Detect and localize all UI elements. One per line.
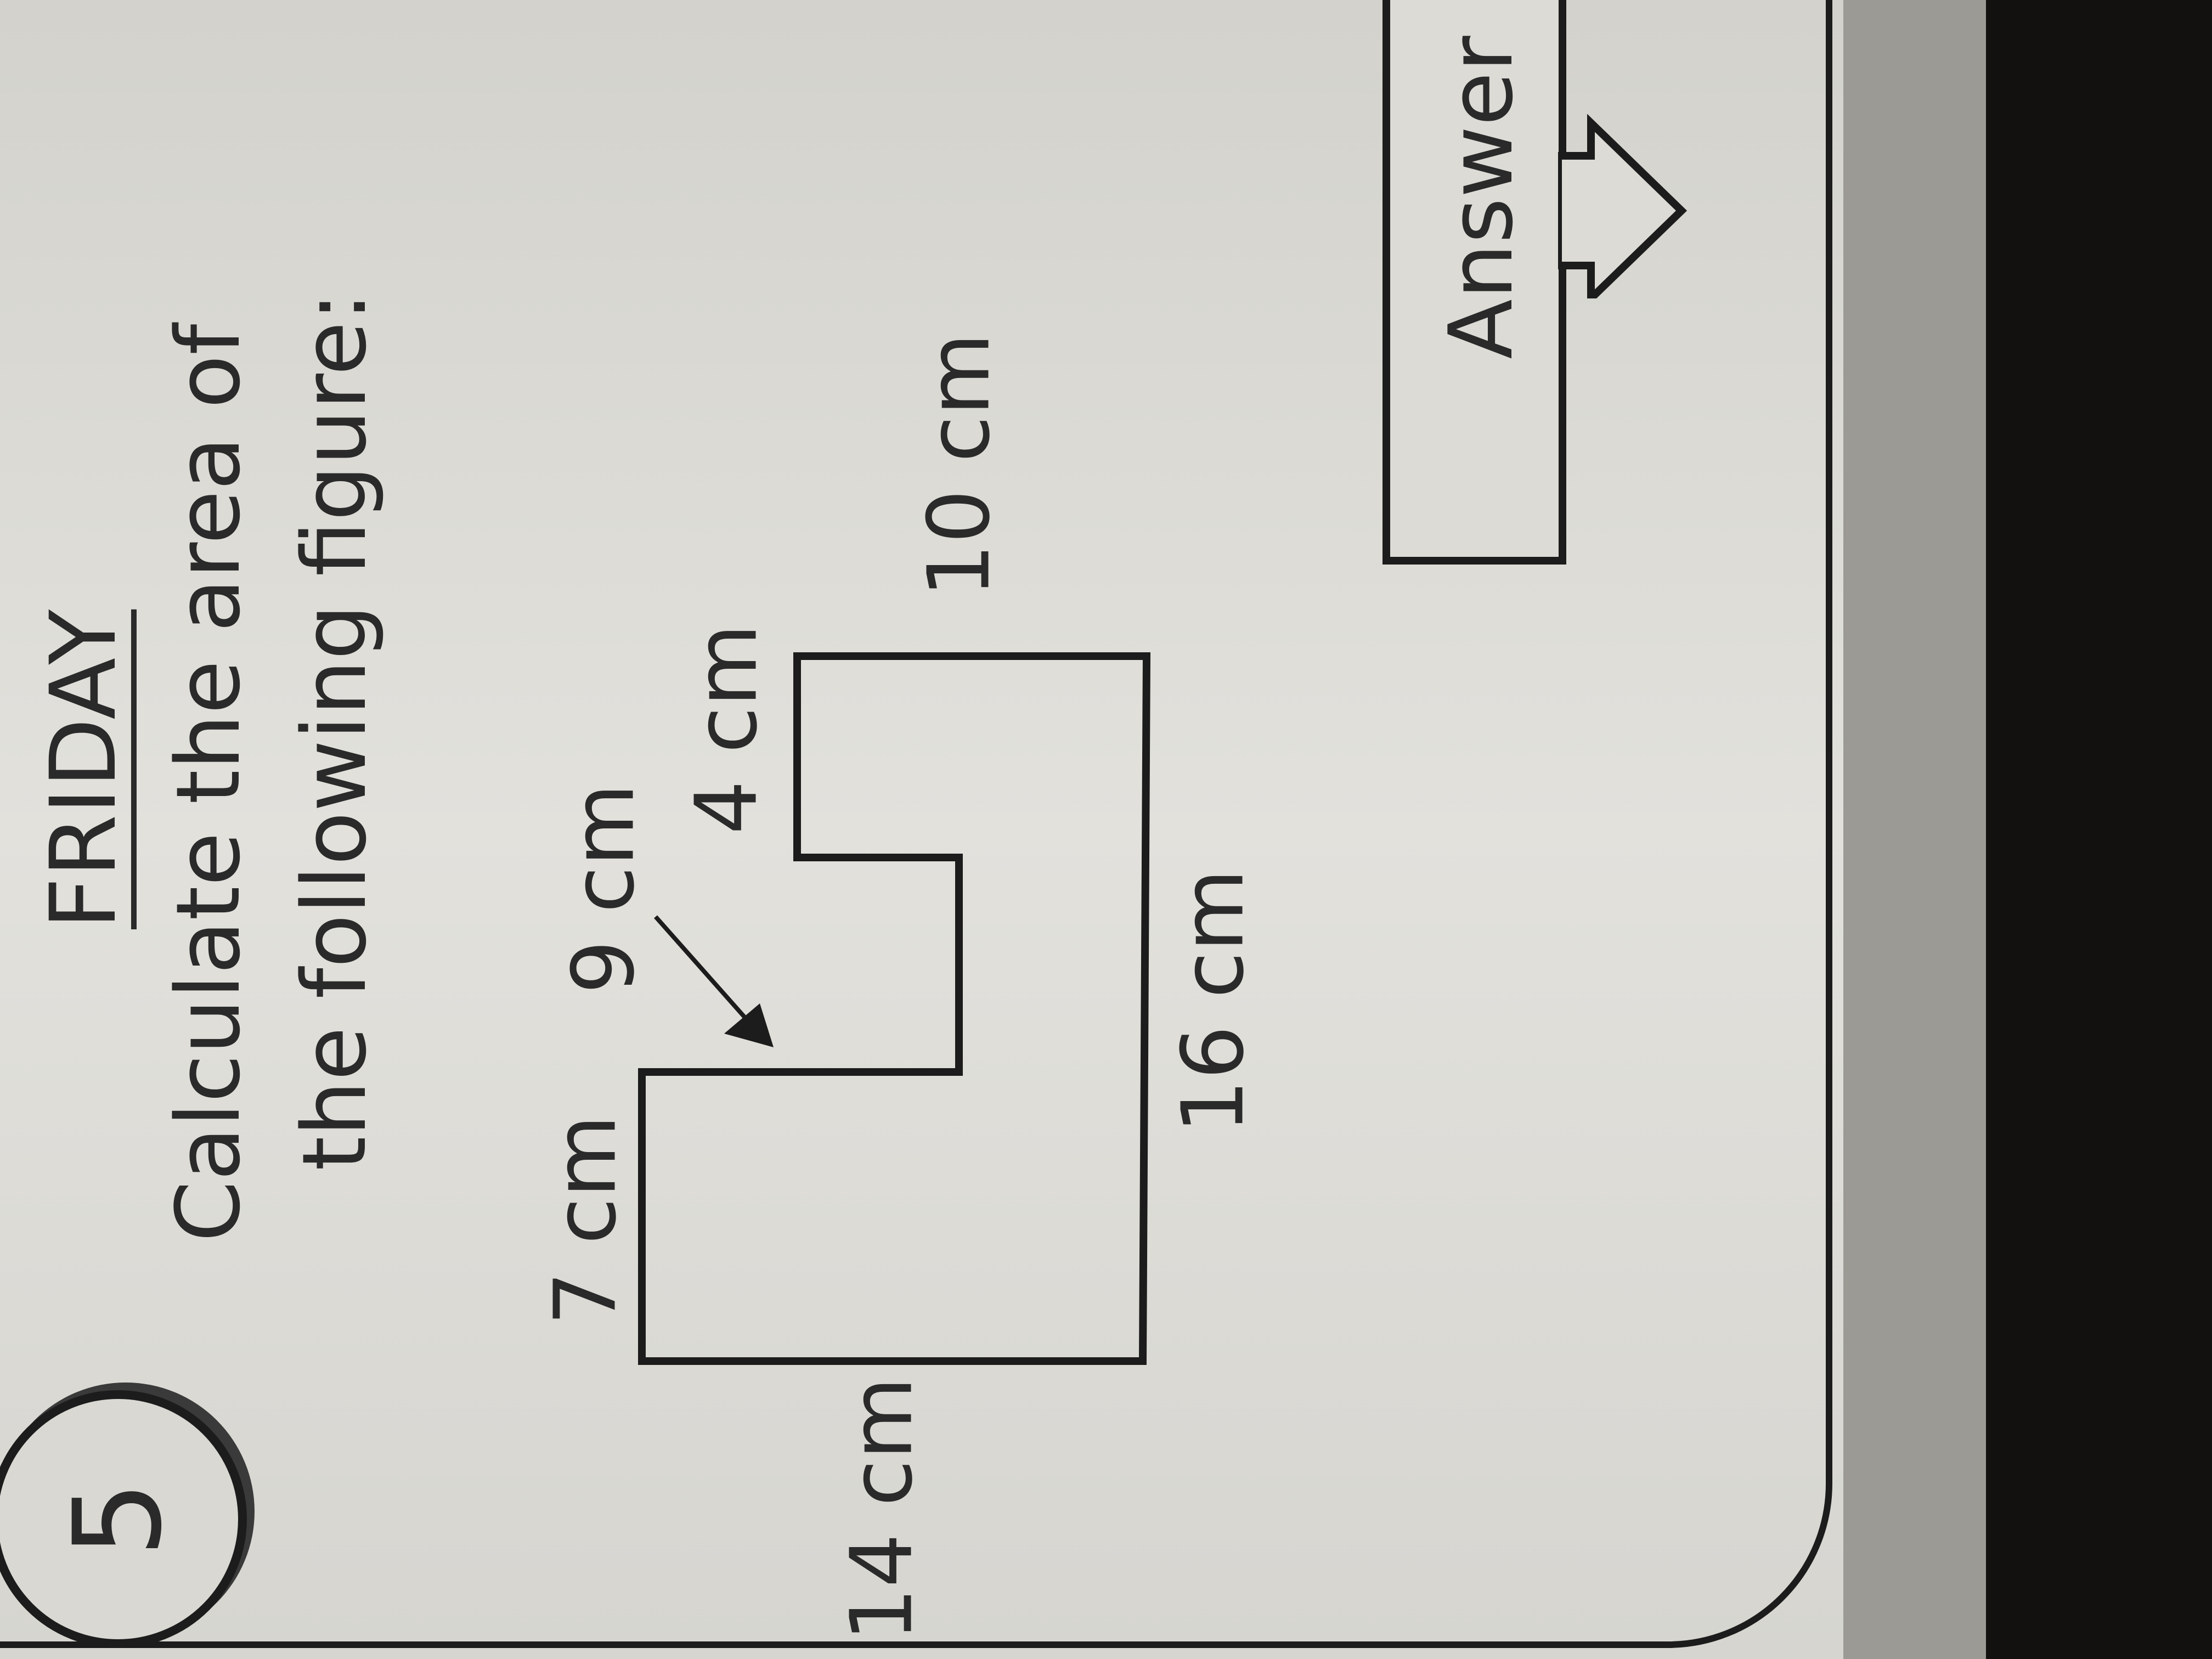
label-notch-width: 4 cm <box>676 623 776 835</box>
label-pointer-arrow <box>654 915 756 1030</box>
screen-frame <box>1986 0 2212 1659</box>
arrow-down-icon <box>1558 114 1688 298</box>
label-notch-depth: 9 cm <box>554 783 653 995</box>
label-bottom: 16 cm <box>1163 868 1263 1134</box>
figure-outline <box>638 652 1151 1365</box>
label-top-left: 7 cm <box>535 1114 635 1326</box>
arrowhead-icon <box>724 1003 774 1047</box>
answer-label: Answer <box>1430 36 1532 359</box>
label-right-height: 10 cm <box>909 332 1009 598</box>
screen-bezel <box>1843 0 2008 1659</box>
label-left-height: 14 cm <box>832 1376 932 1642</box>
composite-figure <box>638 652 1151 1365</box>
